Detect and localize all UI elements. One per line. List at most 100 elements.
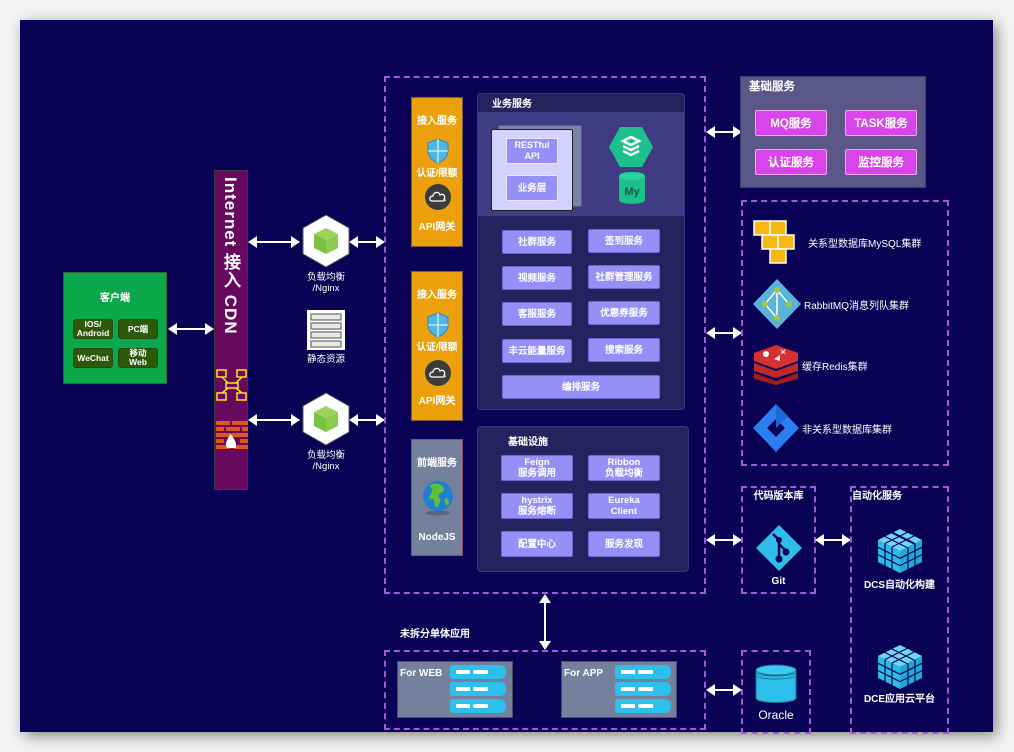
- automation-dce: DCE应用云平台: [863, 694, 936, 705]
- automation-dcs: DCS自动化构建: [863, 580, 936, 591]
- base-task-service: TASK服务: [845, 110, 917, 136]
- client-title: 客户端: [100, 293, 130, 304]
- automation-title: 自动化服务: [852, 491, 902, 502]
- monolith-app-label: For APP: [564, 668, 604, 679]
- cluster-mysql: 关系型数据库MySQL集群: [752, 219, 921, 265]
- lb1-label: 负载均衡 /Nginx: [290, 272, 362, 294]
- nginx-cube-icon: [302, 392, 350, 446]
- oracle-db-icon: [755, 664, 797, 703]
- gateway2-auth: 认证/限额: [416, 342, 458, 353]
- infra-eureka: Eureka Client: [588, 493, 660, 519]
- redis-icon: [754, 345, 798, 385]
- business-title: 业务服务: [492, 99, 532, 110]
- gateway2-api: API网关: [418, 396, 456, 407]
- client-box: 客户端 IOS/ Android PC端 WeChat 移动 Web: [63, 272, 167, 384]
- cluster-rabbitmq: RabbitMQ消息列队集群: [752, 278, 909, 330]
- server-icon: [615, 699, 671, 713]
- cluster-redis: 缓存Redis集群: [752, 345, 868, 385]
- cloud-icon: [425, 184, 451, 210]
- server-icon: [450, 699, 506, 713]
- infra-feign: Feign 服务调用: [501, 455, 573, 481]
- service-customer: 客服服务: [502, 302, 572, 326]
- gateway-box-1: 接入服务 认证/限额 API网关: [411, 97, 463, 247]
- service-video: 视频服务: [502, 266, 572, 290]
- arrow-to-base-services: [706, 126, 742, 138]
- monolith-app: For APP: [561, 661, 677, 718]
- frontend-title: 前端服务: [417, 458, 457, 469]
- service-checkin: 签到服务: [588, 229, 660, 253]
- client-mobile-web: 移动 Web: [118, 348, 158, 368]
- nosql-icon: [753, 404, 799, 452]
- business-layer: 业务层: [506, 175, 558, 201]
- arrow-client-cdn: [168, 323, 214, 335]
- infra-config-center: 配置中心: [501, 531, 573, 557]
- mysql-db-icon: My: [619, 172, 645, 204]
- infra-service-discovery: 服务发现: [588, 531, 660, 557]
- base-monitor-service: 监控服务: [845, 149, 917, 175]
- arrow-cdn-lb2: [248, 414, 300, 426]
- server-icon: [450, 682, 506, 696]
- static-resource-label: 静态资源: [306, 354, 345, 365]
- arrow-to-git: [706, 534, 742, 546]
- gateway2-title: 接入服务: [417, 290, 457, 301]
- architecture-diagram: 客户端 IOS/ Android PC端 WeChat 移动 Web Inter…: [20, 20, 993, 734]
- cdn-label: Internet 接入 CDN: [221, 177, 240, 335]
- arrow-git-automation: [815, 534, 851, 546]
- client-pc: PC端: [118, 319, 158, 339]
- shield-icon: [427, 312, 449, 338]
- gateway1-auth: 认证/限额: [416, 168, 458, 179]
- network-icon: [216, 369, 247, 401]
- arrow-to-data-clusters: [706, 327, 742, 339]
- rabbitmq-icon: [753, 279, 801, 329]
- infra-ribbon: Ribbon 负载均衡: [588, 455, 660, 481]
- cdn-bar: Internet 接入 CDN: [214, 170, 248, 490]
- cluster-nosql-label: 非关系型数据库集群: [802, 424, 892, 436]
- lb2-label: 负载均衡 /Nginx: [290, 450, 362, 472]
- gateway1-title: 接入服务: [417, 116, 457, 127]
- monolith-container: [384, 650, 706, 730]
- frontend-name: NodeJS: [418, 532, 456, 543]
- git-icon: [756, 525, 802, 571]
- server-icon: [615, 682, 671, 696]
- arrow-lb1-gateway: [349, 236, 385, 248]
- monolith-web-label: For WEB: [400, 668, 443, 679]
- stack-hexagon-icon: [609, 127, 653, 167]
- service-coupon: 优惠券服务: [588, 301, 660, 325]
- cluster-rabbitmq-label: RabbitMQ消息列队集群: [804, 300, 910, 312]
- restful-api-layer: RESTful API: [506, 138, 558, 164]
- git-container: 代码版本库 Git: [741, 486, 816, 594]
- business-panel: 业务服务 RESTful API 业务层 My 社群服务 签到服务 视频服务 社…: [477, 93, 685, 410]
- oracle-container: Oracle: [741, 650, 811, 734]
- layer-card: RESTful API 业务层: [491, 129, 573, 211]
- infra-title: 基础设施: [508, 437, 548, 448]
- arrow-cdn-lb1: [248, 236, 300, 248]
- service-community-mgmt: 社群管理服务: [588, 265, 660, 289]
- gateway1-api: API网关: [418, 222, 456, 233]
- lb2-label-line2: /Nginx: [312, 461, 340, 472]
- base-auth-service: 认证服务: [755, 149, 827, 175]
- client-ios-android: IOS/ Android: [73, 319, 113, 339]
- service-community: 社群服务: [502, 230, 572, 254]
- nginx-cube-icon: [302, 214, 350, 268]
- svg-text:My: My: [624, 186, 640, 198]
- automation-container: 自动化服务 DCS自动化构建 DCE应用云平台: [850, 486, 949, 734]
- monolith-title: 未拆分单体应用: [400, 629, 470, 640]
- server-rack-icon: [307, 310, 345, 350]
- service-orchestration: 编排服务: [502, 375, 660, 399]
- shield-icon: [427, 138, 449, 164]
- arrow-monolith-oracle: [706, 684, 742, 696]
- server-icon: [615, 665, 671, 679]
- lb2-label-line1: 负载均衡: [306, 450, 345, 461]
- git-title: 代码版本库: [753, 491, 804, 502]
- aws-cubes-icon: [753, 220, 795, 264]
- frontend-box: 前端服务 NodeJS: [411, 439, 463, 556]
- cloud-icon: [425, 360, 451, 386]
- git-label: Git: [771, 576, 786, 587]
- base-services-box: 基础服务 MQ服务 TASK服务 认证服务 监控服务: [740, 76, 926, 188]
- lb1-label-line1: 负载均衡: [306, 272, 345, 283]
- globe-icon: [423, 481, 453, 516]
- infra-hystrix: hystrix 服务熔断: [501, 493, 573, 519]
- service-search: 搜索服务: [588, 338, 660, 362]
- lb1-label-line2: /Nginx: [312, 283, 340, 294]
- arrow-lb2-gateway: [349, 414, 385, 426]
